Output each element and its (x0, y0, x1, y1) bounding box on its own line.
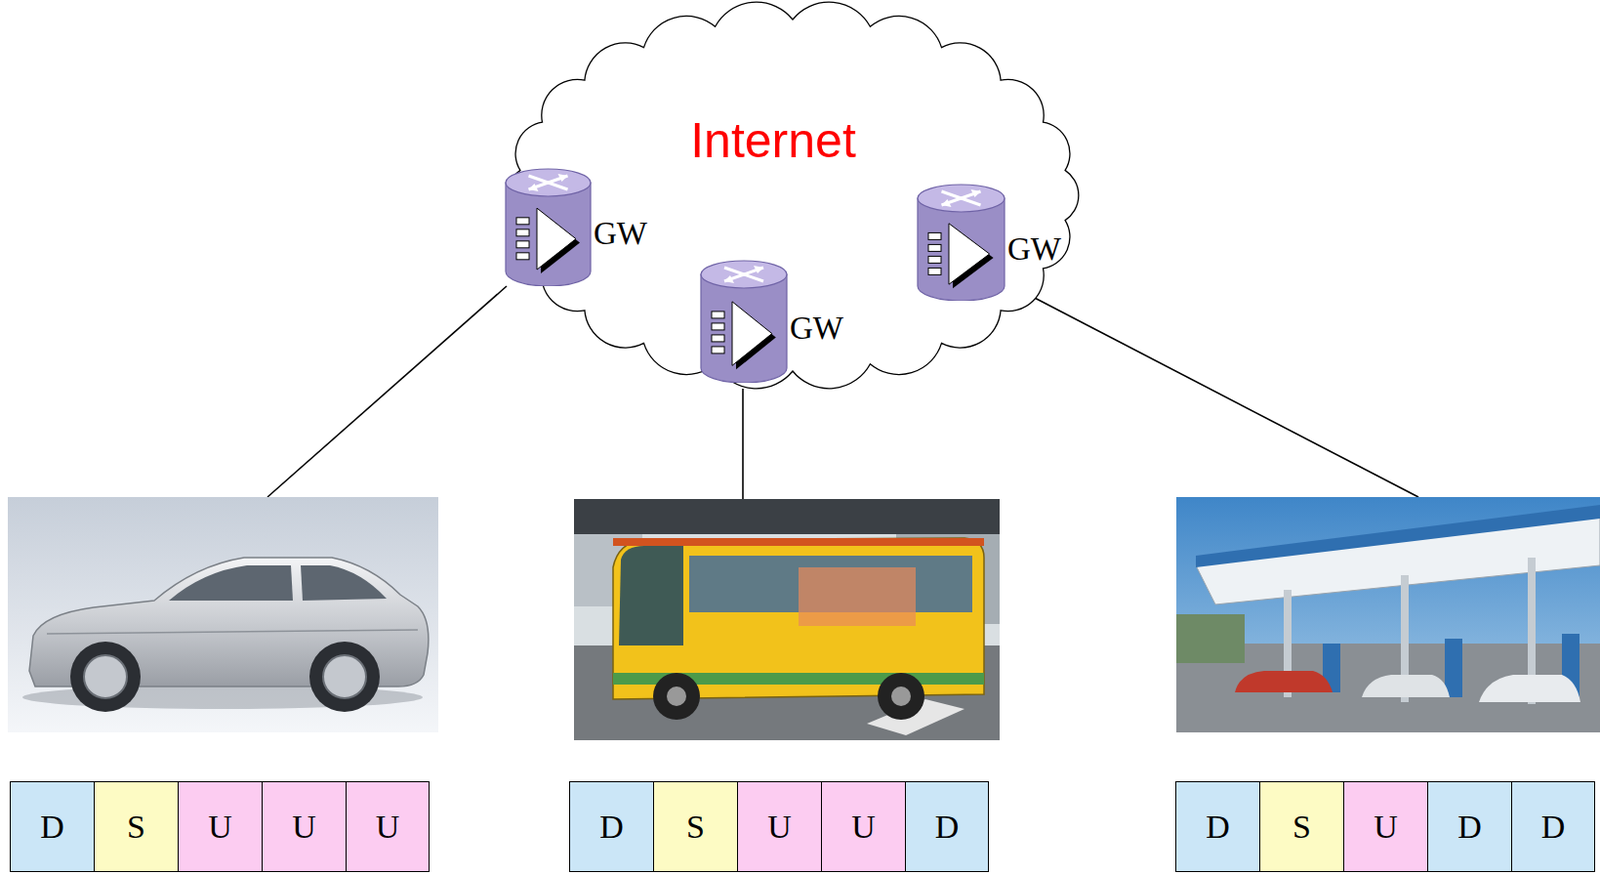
icon-part (516, 252, 530, 260)
icon-part (711, 311, 725, 319)
slot-label: U (851, 808, 876, 846)
icon-part (928, 244, 942, 251)
slot-label: U (375, 808, 401, 846)
gateway-router: GW (699, 259, 846, 383)
gateway-router: GW (916, 183, 1064, 301)
icon-part (558, 173, 569, 182)
frame-slot: U (345, 780, 430, 872)
slot-label: D (599, 808, 624, 846)
gateway-label: GW (593, 217, 648, 250)
icon-part (700, 274, 787, 383)
icon-part (536, 207, 576, 270)
icon-part (516, 217, 530, 225)
cloud-outline (506, 1, 1079, 389)
frame-slot: U (820, 780, 906, 872)
icon-part (732, 301, 773, 367)
icon-part (516, 241, 530, 248)
slot-label: S (1292, 808, 1312, 846)
icon-part (928, 267, 942, 275)
slot-label: S (686, 808, 705, 846)
slot-label: D (935, 808, 960, 846)
cloud-label: Internet (690, 116, 857, 165)
frame-slot: D (904, 780, 989, 872)
slot-label: D (1205, 808, 1231, 846)
icon-part (928, 255, 942, 263)
icon-part (942, 199, 952, 207)
link-line (267, 286, 1419, 504)
icon-part (529, 183, 539, 192)
icon-part (928, 232, 942, 240)
icon-part (516, 229, 530, 237)
frame-slot: D (9, 780, 95, 872)
slot-label: S (126, 808, 146, 846)
frame-slot: D (569, 780, 655, 872)
frame-slot: S (93, 780, 179, 872)
slot-label: U (207, 808, 233, 846)
router-icon (699, 259, 788, 383)
slot-label: D (1541, 808, 1566, 846)
icon-part (711, 346, 725, 354)
icon-part (700, 260, 787, 288)
router-icon (916, 183, 1006, 301)
frame-slot: D (1427, 780, 1513, 872)
slot-label: D (40, 808, 65, 846)
gateway-label: GW (789, 312, 844, 345)
icon-part (917, 198, 1005, 301)
frame-slot: U (737, 780, 822, 872)
frame-slot: D (1511, 780, 1596, 872)
slot-label: D (1457, 808, 1482, 846)
icon-part (971, 189, 982, 198)
icon-part (753, 265, 764, 274)
frame-slot: U (1343, 780, 1429, 872)
gateway-router: GW (504, 167, 650, 287)
car-picture (7, 496, 439, 733)
icon-part (505, 168, 591, 197)
icon-part (505, 182, 591, 287)
gateway-label: GW (1007, 233, 1062, 266)
bus-picture (574, 498, 1000, 740)
router-icon (504, 167, 592, 287)
icon-part (917, 184, 1005, 212)
slot-label: U (1373, 808, 1398, 846)
icon-part (711, 334, 725, 342)
frame-slot: D (1175, 780, 1261, 872)
icon-part (711, 323, 725, 330)
icon-part (948, 223, 990, 285)
slot-label: U (767, 808, 792, 846)
frame-slot: S (1259, 780, 1345, 872)
frame-slot: S (653, 780, 739, 872)
station-picture (1176, 496, 1600, 733)
frame-slot: U (177, 780, 263, 872)
slot-label: U (291, 808, 317, 846)
icon-part (724, 275, 735, 284)
frame-slot: U (261, 780, 347, 872)
internet-cloud: InternetGW GW GW (499, 0, 1087, 391)
